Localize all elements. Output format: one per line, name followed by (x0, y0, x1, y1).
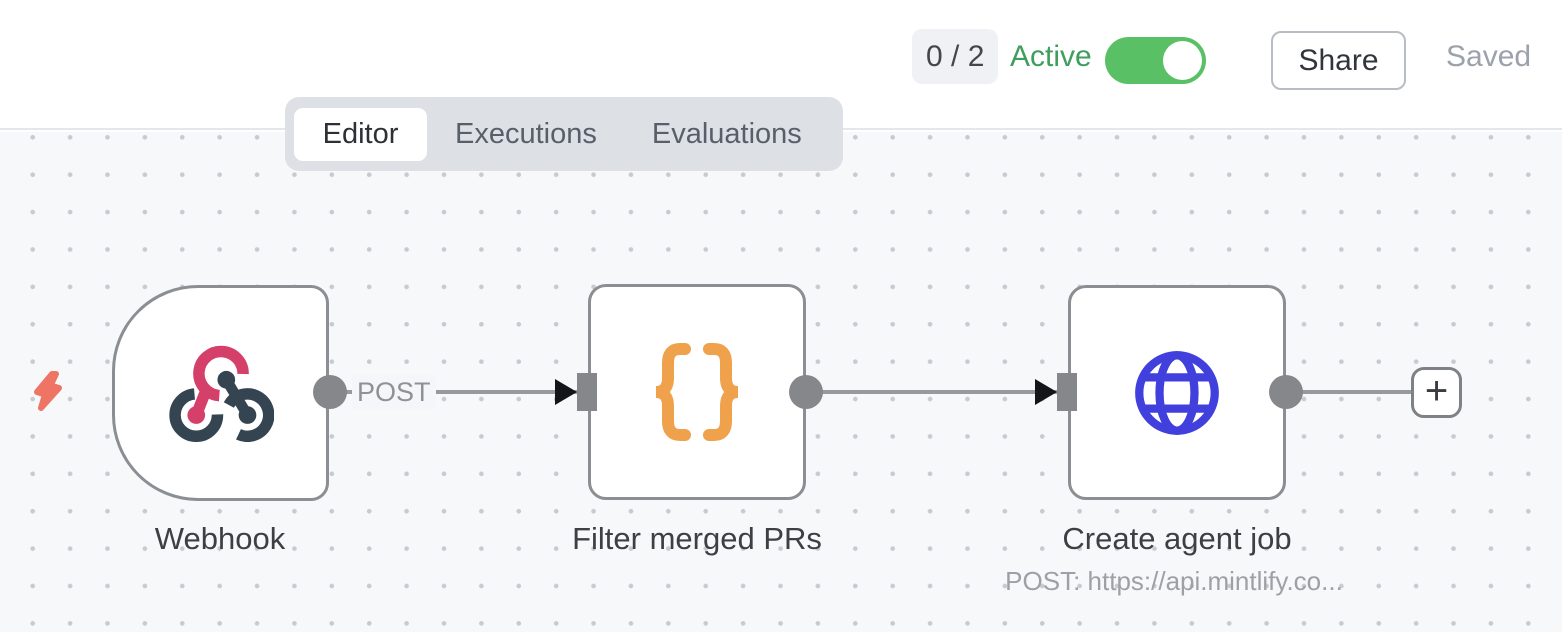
workflow-active-toggle[interactable] (1105, 37, 1206, 84)
node-label-http: Create agent job (1062, 521, 1292, 556)
code-braces-icon (655, 343, 739, 441)
node-label-webhook: Webhook (154, 521, 286, 556)
trigger-bolt-icon (34, 371, 62, 411)
connection-http-to-add[interactable] (1286, 390, 1412, 394)
workflow-canvas[interactable]: POST (0, 132, 1562, 632)
output-method-label: POST (352, 375, 436, 409)
add-node-button[interactable]: + (1411, 367, 1462, 418)
node-create-agent-job[interactable] (1068, 285, 1286, 500)
node-webhook[interactable] (112, 285, 329, 501)
node-label-filter: Filter merged PRs (572, 521, 822, 556)
tab-editor[interactable]: Editor (294, 107, 427, 161)
arrowhead-icon (1035, 379, 1057, 405)
node-filter-merged-prs[interactable] (588, 284, 806, 500)
connection-filter-to-http[interactable] (806, 390, 1058, 394)
tab-evaluations[interactable]: Evaluations (651, 117, 802, 150)
tab-executions[interactable]: Executions (455, 117, 597, 150)
webhook-icon (168, 345, 274, 442)
view-tabs: Editor Executions Evaluations (285, 97, 843, 171)
filter-input-port[interactable] (577, 373, 597, 411)
http-output-port[interactable] (1269, 375, 1303, 409)
filter-output-port[interactable] (789, 375, 823, 409)
toggle-knob (1163, 41, 1202, 80)
node-subtitle-http: POST: https://api.mintlify.co... (1005, 566, 1343, 596)
issues-count-badge: 0 / 2 (912, 29, 999, 84)
share-button[interactable]: Share (1271, 31, 1406, 90)
connection-webhook-to-filter[interactable] (330, 390, 578, 394)
http-input-port[interactable] (1057, 373, 1077, 411)
webhook-output-port[interactable] (313, 375, 347, 409)
globe-icon (1135, 350, 1219, 435)
arrowhead-icon (555, 379, 577, 405)
saved-status: Saved (1446, 39, 1532, 73)
active-label: Active (1010, 39, 1092, 73)
